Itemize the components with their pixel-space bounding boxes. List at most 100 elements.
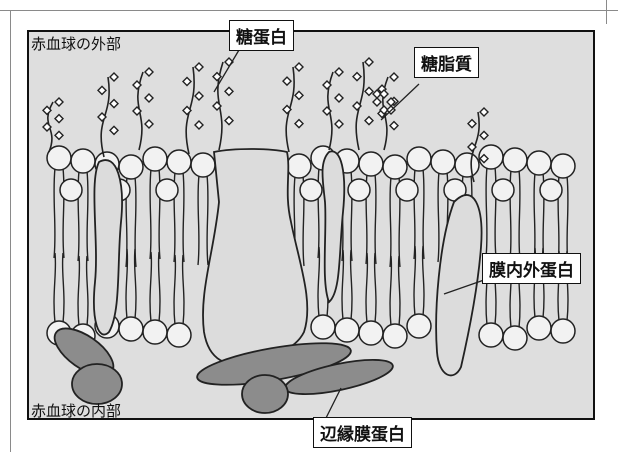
lipid-head (359, 321, 383, 345)
page-rule-top (0, 10, 618, 11)
sugar-unit (335, 68, 343, 76)
sugar-unit (145, 68, 153, 76)
lipid-head (143, 147, 167, 171)
lipid-tail (54, 253, 55, 323)
lipid-tail (87, 256, 88, 326)
sugar-unit (365, 58, 373, 66)
sugar-unit (295, 120, 303, 128)
sugar-unit (283, 77, 291, 85)
lipid-head (492, 179, 514, 201)
page-rule-left (10, 10, 11, 452)
lipid-tail (54, 168, 55, 258)
lipid-head (431, 150, 455, 174)
lipid-head (503, 148, 527, 172)
sugar-unit (225, 87, 233, 95)
lipid-tail (159, 252, 160, 322)
caption-inside: 赤血球の内部 (31, 400, 121, 421)
label-peripheral-protein: 辺縁膜蛋白 (313, 417, 412, 448)
lipid-head (359, 152, 383, 176)
lipid-tail (486, 167, 487, 257)
sugar-unit (480, 108, 488, 116)
sugar-unit (183, 78, 191, 86)
lipid-head (60, 179, 82, 201)
sugar-unit (390, 73, 398, 81)
caption-outside: 赤血球の外部 (31, 33, 121, 54)
lipid-head (311, 315, 335, 339)
sugar-unit (335, 94, 343, 102)
lipid-tail (63, 253, 64, 323)
sugar-unit (480, 131, 488, 139)
sugar-unit (390, 122, 398, 130)
lipid-head (527, 151, 551, 175)
lipid-head (383, 155, 407, 179)
page-rule-right (606, 0, 607, 24)
lipid-head (383, 324, 407, 348)
lipid-tail (183, 172, 184, 262)
peripheral-protein-left-lower (72, 364, 122, 404)
label-transmembrane-protein: 膜内外蛋白 (482, 253, 581, 284)
sugar-unit (365, 87, 373, 95)
lipid-tail (495, 167, 496, 257)
transmembrane-protein-right (436, 195, 481, 375)
sugar-unit (55, 98, 63, 106)
transmembrane-protein-mid (323, 151, 345, 302)
lipid-head (167, 323, 191, 347)
lipid-head (119, 317, 143, 341)
lipid-head (348, 179, 370, 201)
lipid-tail (438, 172, 439, 262)
lipid-head (335, 318, 359, 342)
lipid-head (396, 179, 418, 201)
lipid-tail (423, 169, 424, 259)
sugar-unit (55, 115, 63, 123)
lipid-head (503, 326, 527, 350)
lipid-head (287, 154, 311, 178)
sugar-unit (195, 63, 203, 71)
lipid-head (71, 149, 95, 173)
lipid-tail (375, 174, 376, 264)
lipid-head (407, 314, 431, 338)
sugar-unit (110, 126, 118, 134)
sugar-unit (145, 94, 153, 102)
sugar-unit (295, 91, 303, 99)
sugar-unit (335, 120, 343, 128)
membrane-illustration (29, 32, 593, 418)
sugar-unit (195, 121, 203, 129)
sugar-unit (295, 63, 303, 71)
lipid-head (551, 154, 575, 178)
sugar-unit (98, 86, 106, 94)
lipid-tail (198, 175, 199, 265)
sugar-unit (365, 117, 373, 125)
peripheral-protein-center-round (242, 375, 288, 413)
sugar-unit (195, 92, 203, 100)
lipid-head (156, 179, 178, 201)
sugar-unit (353, 73, 361, 81)
glycolipid-sugar-unit (373, 98, 381, 106)
lipid-head (191, 153, 215, 177)
lipid-tail (78, 256, 79, 326)
lipid-head (300, 179, 322, 201)
lipid-tail (390, 177, 391, 267)
lipid-head (455, 153, 479, 177)
sugar-unit (145, 120, 153, 128)
lipid-tail (207, 175, 208, 265)
lipid-head (551, 319, 575, 343)
label-glycoprotein: 糖蛋白 (229, 20, 294, 51)
lipid-tail (519, 170, 520, 260)
sugar-unit (110, 73, 118, 81)
lipid-tail (150, 169, 151, 259)
glycoprotein-transmembrane-body (203, 149, 307, 364)
lipid-tail (87, 171, 88, 261)
sugar-unit (110, 100, 118, 108)
sugar-unit (225, 117, 233, 125)
lipid-head (527, 316, 551, 340)
lipid-tail (183, 255, 184, 325)
lipid-head (119, 155, 143, 179)
lipid-head (540, 179, 562, 201)
sugar-unit (55, 131, 63, 139)
lipid-head (407, 147, 431, 171)
lipid-tail (150, 252, 151, 322)
sugar-unit (468, 120, 476, 128)
lipid-tail (174, 255, 175, 325)
lipid-head (167, 150, 191, 174)
lipid-head (143, 320, 167, 344)
